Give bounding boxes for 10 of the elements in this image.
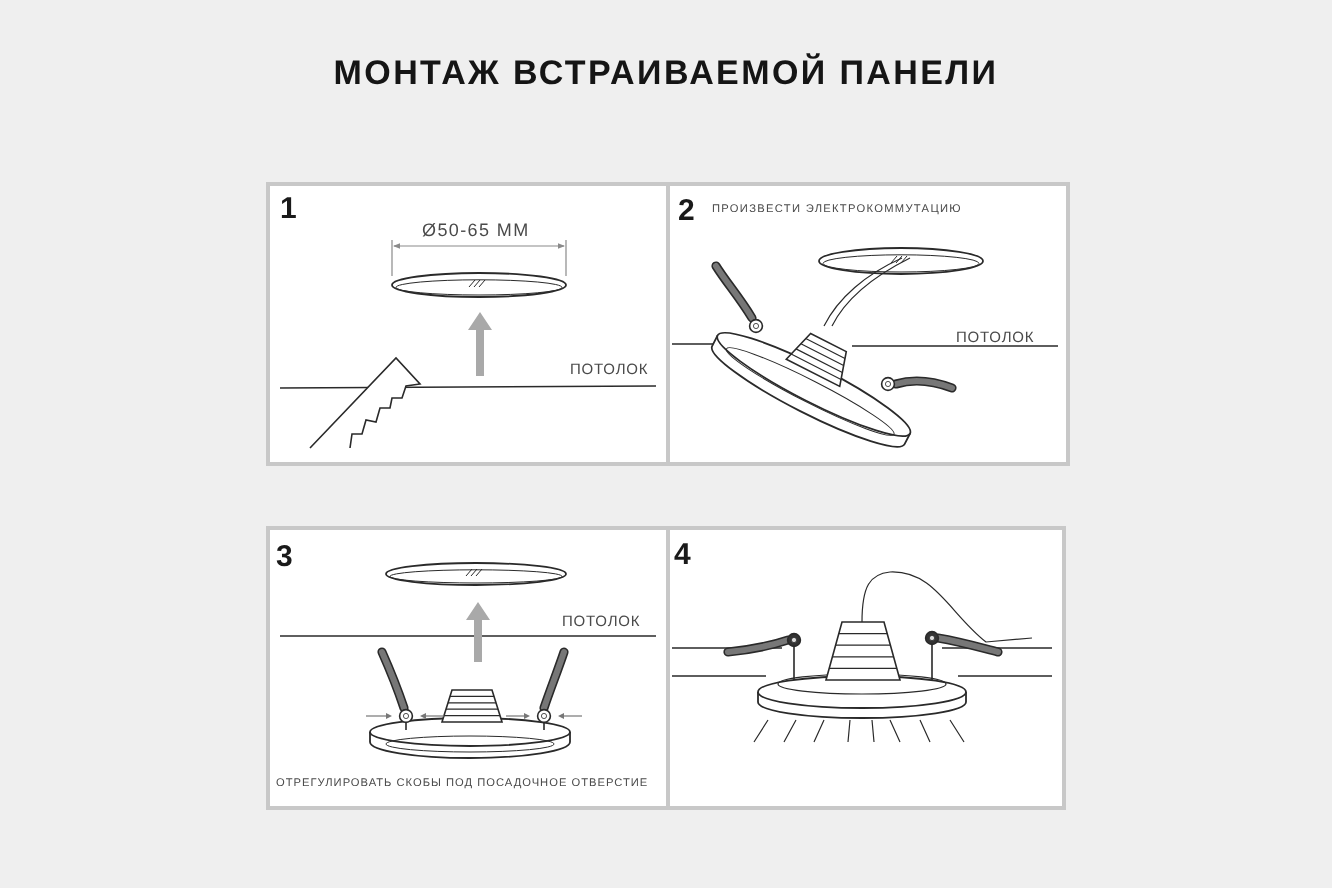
step-panel [266,526,670,810]
dimension-label: Ø50-65 ММ [422,222,530,240]
step-number: 3 [276,542,293,572]
title: МОНТАЖ ВСТРАИВАЕМОЙ ПАНЕЛИ [333,56,999,90]
step-panel [666,182,1070,466]
step-number: 1 [280,194,297,224]
step-panel [266,182,670,466]
step-number: 2 [678,196,695,226]
step-panel [666,526,1066,810]
step-number: 4 [674,540,691,570]
